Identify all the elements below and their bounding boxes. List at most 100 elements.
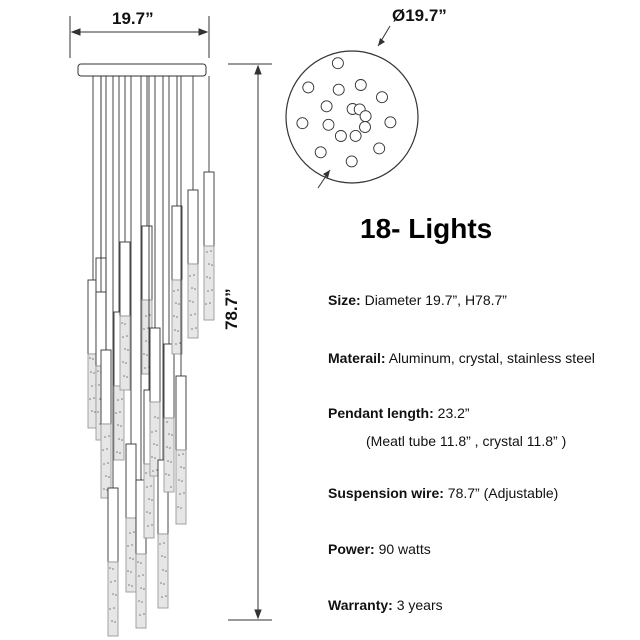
crystal-speckle — [180, 507, 182, 509]
pendant-position-dot — [349, 129, 362, 142]
crystal-speckle — [179, 342, 181, 344]
crystal-speckle — [109, 567, 111, 569]
metal-tube — [119, 241, 131, 317]
spec-size: Size: Diameter 19.7”, H78.7” — [328, 292, 507, 308]
metal-tube — [171, 205, 183, 281]
crystal-speckle — [108, 476, 110, 478]
pendant-position-dot — [296, 117, 309, 130]
crystal-speckle — [93, 397, 95, 399]
crystal-speckle — [177, 289, 179, 291]
crystal-rod — [143, 463, 155, 539]
crystal-speckle — [143, 613, 145, 615]
crystal-speckle — [127, 570, 129, 572]
crystal-speckle — [151, 499, 153, 501]
pendant-position-dot — [354, 79, 367, 91]
crystal-speckle — [114, 621, 116, 623]
pendant-group — [87, 76, 215, 637]
spec-material-key: Materail: — [328, 350, 386, 366]
crystal-speckle — [145, 315, 147, 317]
crystal-speckle — [183, 492, 185, 494]
pendant-position-dot — [359, 110, 372, 123]
spec-warranty-key: Warranty: — [328, 597, 393, 613]
crystal-speckle — [115, 594, 117, 596]
metal-tube — [100, 349, 112, 425]
spec-pendant: Pendant length: 23.2” — [328, 405, 470, 421]
canopy — [77, 63, 207, 77]
crystal-speckle — [108, 435, 110, 437]
spec-material-value: Aluminum, crystal, stainless steel — [385, 350, 595, 366]
crystal-speckle — [122, 361, 124, 363]
crystal-speckle — [209, 302, 211, 304]
crystal-speckle — [176, 316, 178, 318]
crystal-speckle — [143, 588, 145, 590]
crystal-speckle — [165, 595, 167, 597]
crystal-speckle — [180, 466, 182, 468]
crystal-speckle — [89, 398, 91, 400]
crystal-speckle — [126, 335, 128, 337]
crystal-speckle — [177, 330, 179, 332]
crystal-speckle — [117, 399, 119, 401]
crystal-speckle — [163, 542, 165, 544]
crystal-speckle — [137, 561, 139, 563]
crystal-speckle — [109, 608, 111, 610]
crystal-rod — [125, 517, 137, 593]
crystal-speckle — [140, 562, 142, 564]
crystal-speckle — [183, 467, 185, 469]
spec-size-value: Diameter 19.7”, H78.7” — [360, 292, 507, 308]
crystal-rod — [149, 401, 161, 477]
crystal-speckle — [162, 569, 164, 571]
crystal-speckle — [142, 574, 144, 576]
crystal-speckle — [122, 336, 124, 338]
crystal-speckle — [140, 587, 142, 589]
crystal-speckle — [170, 461, 172, 463]
metal-tube — [125, 443, 137, 519]
crystal-rod — [135, 553, 147, 629]
crystal-rod — [163, 417, 175, 493]
crystal-speckle — [165, 570, 167, 572]
crystal-rod — [203, 245, 215, 321]
crystal-speckle — [166, 421, 168, 423]
crystal-speckle — [191, 287, 193, 289]
crystal-speckle — [112, 568, 114, 570]
spec-warranty: Warranty: 3 years — [328, 597, 443, 613]
crystal-speckle — [123, 375, 125, 377]
crystal-speckle — [171, 434, 173, 436]
crystal-rod — [113, 385, 125, 461]
crystal-speckle — [154, 416, 156, 418]
crystal-speckle — [206, 276, 208, 278]
crystal-speckle — [175, 343, 177, 345]
crystal-speckle — [211, 264, 213, 266]
lights-title: 18- Lights — [360, 213, 493, 244]
crystal-speckle — [148, 498, 150, 500]
metal-tube — [203, 171, 215, 247]
crystal-speckle — [91, 410, 93, 412]
crystal-speckle — [177, 506, 179, 508]
crystal-speckle — [121, 439, 123, 441]
crystal-speckle — [195, 327, 197, 329]
crystal-speckle — [166, 446, 168, 448]
pendant-position-dot — [322, 118, 335, 131]
crystal-speckle — [145, 340, 147, 342]
crystal-speckle — [151, 431, 153, 433]
metal-tube — [107, 487, 119, 563]
crystal-speckle — [146, 354, 148, 356]
crystal-speckle — [112, 593, 114, 595]
crystal-speckle — [147, 327, 149, 329]
crystal-speckle — [115, 412, 117, 414]
crystal-speckle — [211, 289, 213, 291]
crystal-speckle — [104, 436, 106, 438]
crystal-speckle — [99, 423, 101, 425]
crystal-speckle — [103, 463, 105, 465]
crystal-speckle — [97, 370, 99, 372]
crystal-speckle — [173, 315, 175, 317]
metal-tube — [163, 343, 175, 419]
crystal-speckle — [130, 571, 132, 573]
crystal-rod — [175, 449, 187, 525]
crystal-speckle — [175, 302, 177, 304]
width-dimension — [69, 16, 210, 58]
crystal-speckle — [189, 300, 191, 302]
crystal-speckle — [106, 489, 108, 491]
spec-wire: Suspension wire: 78.7” (Adjustable) — [328, 485, 558, 501]
spec-pendant-value: 23.2” — [433, 405, 470, 421]
spec-pendant-key: Pendant length: — [328, 405, 434, 421]
